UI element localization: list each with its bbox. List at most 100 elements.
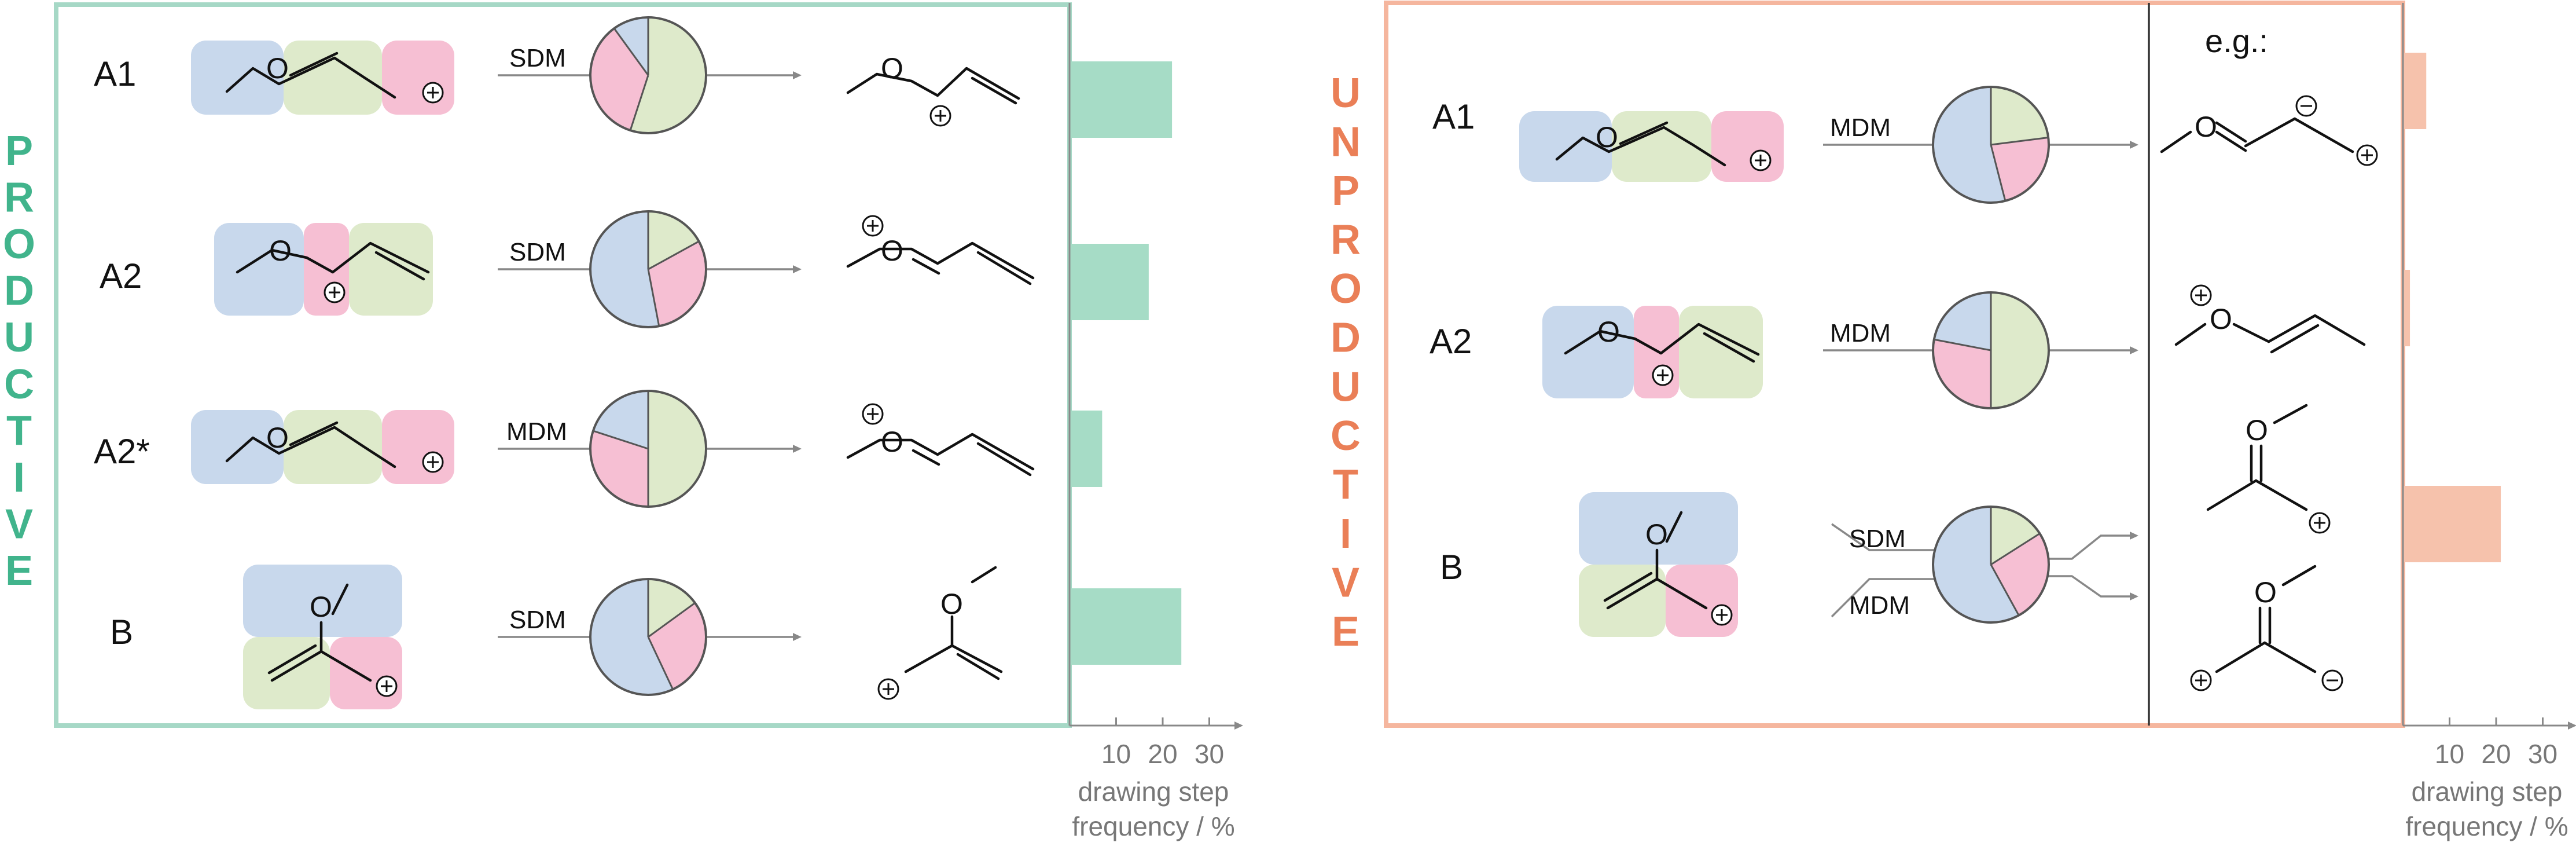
productive-method-b: SDM [509, 606, 566, 634]
productive-bars [1070, 61, 1182, 665]
productive-row-label-a2-star: A2* [94, 432, 150, 471]
svg-text:O: O [1597, 316, 1620, 348]
unproductive-method-b-sdm: SDM [1849, 525, 1906, 553]
unprodWord-letter: C [1331, 413, 1361, 459]
svg-text:O: O [881, 235, 903, 267]
svg-text:O: O [269, 235, 292, 267]
svg-text:O: O [2210, 303, 2232, 335]
productive-pie-3-slice-green [648, 579, 695, 637]
prodWord-letter: E [5, 548, 33, 594]
unprodWord-letter: P [1332, 168, 1359, 214]
productive-row-label-a2: A2 [100, 257, 142, 295]
plus-charge-icon [862, 215, 884, 237]
plus-charge-icon [2190, 669, 2212, 691]
productive-row-label-a1: A1 [94, 54, 136, 93]
productive-axis-label-line1: drawing step [1078, 777, 1229, 807]
unproductive-row-label-a1: A1 [1432, 97, 1475, 136]
productive-pie-1-slice-blue [590, 211, 659, 327]
prodWord-letter: T [6, 408, 32, 454]
unprodWord-letter: T [1333, 462, 1358, 508]
productive-bar-2 [1070, 411, 1103, 487]
productive-tick-label: 10 [1101, 739, 1131, 769]
svg-text:O: O [2195, 111, 2217, 143]
plus-charge-icon [2356, 144, 2378, 166]
unproductive-method-a2: MDM [1830, 319, 1891, 347]
unprodWord-letter: I [1340, 511, 1351, 557]
productive-pie-2-slice-pink [590, 431, 648, 507]
prodWord-letter: U [4, 314, 34, 361]
unproductive-bars [2403, 53, 2501, 562]
unproductive-method-b-mdm: MDM [1849, 591, 1910, 620]
plus-charge-icon [862, 403, 884, 425]
unproductive-example-a1: O [2160, 95, 2378, 166]
unproductive-pie-0 [1932, 86, 2050, 204]
unproductive-pie-0-slice-pink [1991, 137, 2049, 201]
unproductive-tick-label: 20 [2481, 739, 2511, 769]
svg-text:O: O [1596, 121, 1618, 153]
plus-charge-icon [877, 678, 899, 700]
plus-charge-icon [1711, 604, 1733, 626]
unproductive-pie-0-divider [1990, 144, 2007, 202]
prodWord-letter: V [5, 501, 33, 547]
unproductive-pie-1-slice-blue [1934, 292, 1991, 350]
productive-pie-2-slice-green [648, 391, 706, 507]
unprodWord-letter: D [1331, 315, 1361, 361]
unproductive-x-axis-arrow [2568, 722, 2576, 730]
productive-pie-0-slice-pink [590, 28, 648, 131]
plus-charge-icon [1750, 149, 1772, 171]
unproductive-row-label-a2: A2 [1430, 322, 1472, 361]
unproductive-method-a1: MDM [1830, 113, 1891, 142]
plus-charge-icon [422, 451, 444, 473]
unprodWord-letter: V [1332, 559, 1359, 606]
productive-tick-label: 20 [1148, 739, 1177, 769]
svg-text:O: O [2246, 414, 2268, 446]
productive-pie-3-divider [648, 602, 696, 638]
productive-pie-3-slice-pink [648, 603, 706, 690]
unproductive-bar-2 [2403, 486, 2501, 562]
unproductive-bar-0 [2403, 53, 2427, 129]
unproductive-pie-2 [1932, 506, 2050, 624]
unproductive-axis-label-line1: drawing step [2412, 777, 2563, 807]
productive-tick-label: 30 [1195, 739, 1224, 769]
productive-pie-3-divider [647, 636, 674, 690]
productive-pie-0-divider [613, 28, 649, 76]
productive-a1-product: O [846, 52, 1020, 127]
productive-pie-2 [589, 390, 707, 508]
unproductive-pie-0-slice-green [1991, 87, 2049, 145]
unproductive-pie-2-divider [1990, 533, 2041, 566]
productive-pie-3-slice-blue [590, 579, 673, 695]
unproductive-example-b1: O [2206, 404, 2331, 534]
productive-pie-1-divider [647, 269, 660, 327]
productive-a2-star-fragments: O [191, 410, 454, 484]
unprodWord-letter: U [1331, 364, 1361, 410]
unproductive-axis-label-line2: frequency / % [2405, 811, 2568, 841]
plus-charge-icon [1652, 364, 1674, 386]
minus-charge-icon [2295, 95, 2317, 117]
unproductive-bar-1 [2403, 270, 2410, 346]
unproductive-a1-fragments: O [1519, 111, 1784, 182]
productive-row-label-b: B [110, 613, 133, 651]
svg-text:O: O [266, 422, 289, 454]
plus-charge-icon [324, 281, 346, 303]
productive-pie-1-slice-pink [648, 241, 706, 327]
unprodWord-letter: R [1331, 217, 1361, 263]
unprodWord-letter: U [1331, 70, 1361, 116]
unproductive-b-fragments: O [1579, 492, 1738, 637]
unproductive-example-label: e.g.: [2205, 23, 2268, 59]
unproductive-tick-label: 10 [2435, 739, 2464, 769]
productive-method-a2-star: MDM [506, 417, 567, 446]
productive-pie-2-divider [593, 430, 649, 450]
unprodWord-letter: O [1329, 266, 1362, 312]
unproductive-row-label-b: B [1440, 548, 1463, 587]
productive-axis-label-line2: frequency / % [1072, 811, 1234, 841]
oxygen-label: O [266, 52, 289, 85]
plus-charge-icon [376, 675, 398, 697]
productive-axis: 10 20 30 drawing step frequency / % [1068, 3, 1243, 841]
prodWord-letter: R [4, 175, 34, 221]
unproductive-pie-1 [1932, 291, 2050, 409]
prodWord-letter: P [5, 128, 33, 174]
unproductive-pie-1-slice-pink [1932, 339, 1991, 408]
productive-b-fragments: O [243, 565, 402, 709]
